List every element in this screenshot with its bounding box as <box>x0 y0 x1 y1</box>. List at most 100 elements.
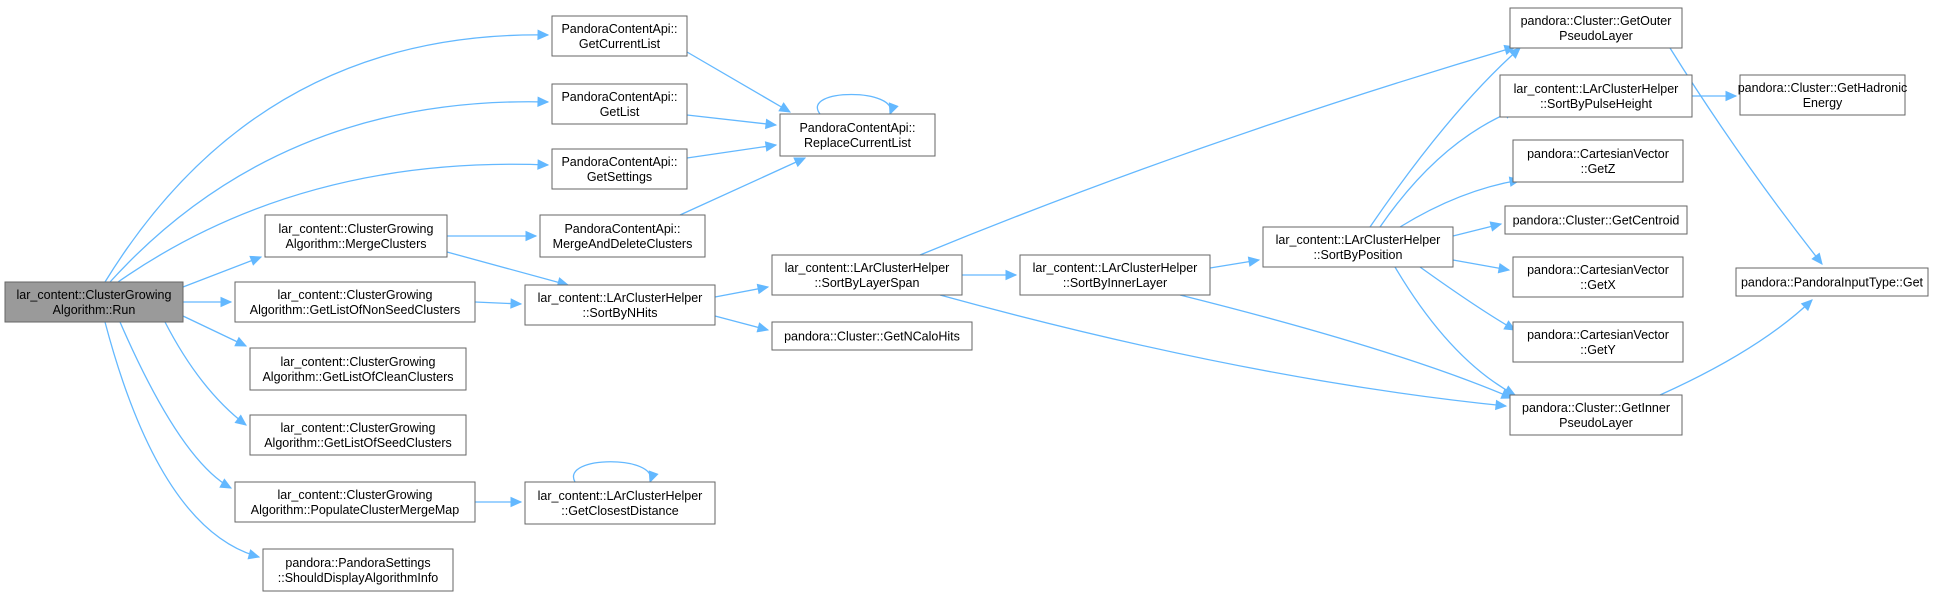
node-label: ::GetClosestDistance <box>561 504 678 518</box>
node-box <box>1512 256 1684 298</box>
edge-sortByPosition-to-getX-arrowhead <box>1497 262 1511 274</box>
node-label: lar_content::ClusterGrowing <box>278 288 433 302</box>
edge-getClosestDistance-to-getClosestDistance-arrowhead <box>648 470 659 484</box>
edge-getSettings-to-replaceCurrentList-arrowhead <box>764 141 778 152</box>
node-label: pandora::CartesianVector <box>1527 147 1669 161</box>
node-getY[interactable]: pandora::CartesianVector::GetY <box>1512 321 1684 363</box>
node-sortByInnerLayer[interactable]: lar_content::LArClusterHelper::SortByInn… <box>1019 254 1211 296</box>
node-label: lar_content::ClusterGrowing <box>278 488 433 502</box>
node-label: PandoraContentApi:: <box>564 222 680 236</box>
node-box <box>249 414 467 456</box>
node-label: PseudoLayer <box>1559 416 1633 430</box>
node-getCentroid[interactable]: pandora::Cluster::GetCentroid <box>1504 205 1688 235</box>
edge-sortByPosition-to-getZ <box>1399 179 1521 228</box>
node-getCurrentList[interactable]: PandoraContentApi::GetCurrentList <box>551 15 688 57</box>
node-box <box>779 113 936 157</box>
node-pandoraInputTypeGet[interactable]: pandora::PandoraInputType::Get <box>1735 267 1929 297</box>
edge-run-to-shouldDisplay-arrowhead <box>247 549 261 560</box>
node-getNCaloHits[interactable]: pandora::Cluster::GetNCaloHits <box>771 321 973 351</box>
node-getSettings[interactable]: PandoraContentApi::GetSettings <box>551 148 688 190</box>
node-getListClean[interactable]: lar_content::ClusterGrowingAlgorithm::Ge… <box>249 347 467 391</box>
node-box <box>524 481 716 525</box>
node-box <box>1512 321 1684 363</box>
node-label: pandora::PandoraInputType::Get <box>1741 276 1924 290</box>
edge-sortByPosition-to-getOuterPseudoLayer-arrowhead <box>1508 47 1521 59</box>
node-label: PandoraContentApi:: <box>561 90 677 104</box>
node-mergeClusters[interactable]: lar_content::ClusterGrowingAlgorithm::Me… <box>264 214 448 258</box>
node-box <box>771 321 973 351</box>
node-label: MergeAndDeleteClusters <box>553 237 693 251</box>
edge-sortByInnerLayer-to-sortByPosition-arrowhead <box>1247 256 1261 267</box>
node-box <box>4 281 184 323</box>
node-sortByPulseHeight[interactable]: lar_content::LArClusterHelper::SortByPul… <box>1499 74 1693 118</box>
node-label: Algorithm::GetListOfCleanClusters <box>262 370 453 384</box>
node-box <box>1499 74 1693 118</box>
node-label: lar_content::LArClusterHelper <box>1033 261 1198 275</box>
node-mergeAndDelete[interactable]: PandoraContentApi::MergeAndDeleteCluster… <box>539 214 706 258</box>
edge-sortByLayerSpan-to-getInnerPseudoLayer-arrowhead <box>1495 399 1508 411</box>
node-label: pandora::PandoraSettings <box>285 556 430 570</box>
node-getX[interactable]: pandora::CartesianVector::GetX <box>1512 256 1684 298</box>
node-box <box>1735 267 1929 297</box>
edge-mergeAndDelete-to-replaceCurrentList <box>679 157 806 216</box>
node-label: lar_content::ClusterGrowing <box>281 421 436 435</box>
edge-getList-to-replaceCurrentList <box>686 114 777 126</box>
node-box <box>234 481 476 523</box>
node-label: ::SortByLayerSpan <box>815 276 920 290</box>
edge-getCurrentList-to-replaceCurrentList <box>686 51 791 113</box>
node-label: ::SortByInnerLayer <box>1063 276 1167 290</box>
edge-sortByLayerSpan-to-sortByInnerLayer-arrowhead <box>1005 269 1018 281</box>
node-box <box>539 214 706 258</box>
node-label: Algorithm::Run <box>53 303 136 317</box>
node-getListSeed[interactable]: lar_content::ClusterGrowingAlgorithm::Ge… <box>249 414 467 456</box>
node-label: pandora::Cluster::GetHadronic <box>1738 81 1908 95</box>
node-label: Algorithm::GetListOfSeedClusters <box>264 436 452 450</box>
node-label: ::GetY <box>1580 343 1616 357</box>
node-label: PandoraContentApi:: <box>561 22 677 36</box>
node-box <box>551 83 688 125</box>
node-box <box>551 148 688 190</box>
node-label: GetSettings <box>587 170 652 184</box>
node-label: Energy <box>1803 96 1843 110</box>
node-sortByNHits[interactable]: lar_content::LArClusterHelper::SortByNHi… <box>524 284 716 326</box>
nodes-layer: lar_content::ClusterGrowingAlgorithm::Ru… <box>4 7 1929 592</box>
node-box <box>1739 74 1906 116</box>
node-label: PseudoLayer <box>1559 29 1633 43</box>
edge-getOuterPseudoLayer-to-pandoraInputTypeGet-arrowhead <box>1811 252 1823 265</box>
node-label: ReplaceCurrentList <box>804 136 912 150</box>
node-label: lar_content::LArClusterHelper <box>1276 233 1441 247</box>
edge-run-to-getCurrentList-arrowhead <box>537 29 550 41</box>
node-label: lar_content::ClusterGrowing <box>281 355 436 369</box>
edge-replaceCurrentList-to-replaceCurrentList <box>816 93 892 115</box>
node-label: ::GetZ <box>1581 162 1616 176</box>
node-populateMergeMap[interactable]: lar_content::ClusterGrowingAlgorithm::Po… <box>234 481 476 523</box>
edge-sortByPulseHeight-to-getHadronicEnergy-arrowhead <box>1725 90 1738 102</box>
node-replaceCurrentList[interactable]: PandoraContentApi::ReplaceCurrentList <box>779 113 936 157</box>
node-getClosestDistance[interactable]: lar_content::LArClusterHelper::GetCloses… <box>524 481 716 525</box>
node-getList[interactable]: PandoraContentApi::GetList <box>551 83 688 125</box>
node-box <box>1509 7 1683 49</box>
edge-mergeAndDelete-to-replaceCurrentList-arrowhead <box>793 157 807 168</box>
node-run[interactable]: lar_content::ClusterGrowingAlgorithm::Ru… <box>4 281 184 323</box>
node-getListNonSeed[interactable]: lar_content::ClusterGrowingAlgorithm::Ge… <box>234 281 476 323</box>
node-box <box>262 548 454 592</box>
node-sortByPosition[interactable]: lar_content::LArClusterHelper::SortByPos… <box>1262 226 1454 268</box>
edge-run-to-getListSeed <box>164 321 247 426</box>
edge-replaceCurrentList-to-replaceCurrentList-arrowhead <box>888 102 899 116</box>
edge-mergeClusters-to-mergeAndDelete-arrowhead <box>525 230 538 242</box>
node-getZ[interactable]: pandora::CartesianVector::GetZ <box>1512 139 1684 183</box>
node-shouldDisplay[interactable]: pandora::PandoraSettings::ShouldDisplayA… <box>262 548 454 592</box>
node-label: ::ShouldDisplayAlgorithmInfo <box>278 571 439 585</box>
node-label: pandora::CartesianVector <box>1527 263 1669 277</box>
edge-run-to-getList <box>109 101 549 283</box>
edge-run-to-getListNonSeed-arrowhead <box>220 296 233 308</box>
edge-sortByPosition-to-getOuterPseudoLayer <box>1369 47 1521 228</box>
node-sortByLayerSpan[interactable]: lar_content::LArClusterHelper::SortByLay… <box>771 254 963 296</box>
edge-getList-to-replaceCurrentList-arrowhead <box>764 118 778 130</box>
edge-getClosestDistance-to-getClosestDistance <box>572 461 652 483</box>
edge-getCurrentList-to-replaceCurrentList-arrowhead <box>778 102 792 113</box>
